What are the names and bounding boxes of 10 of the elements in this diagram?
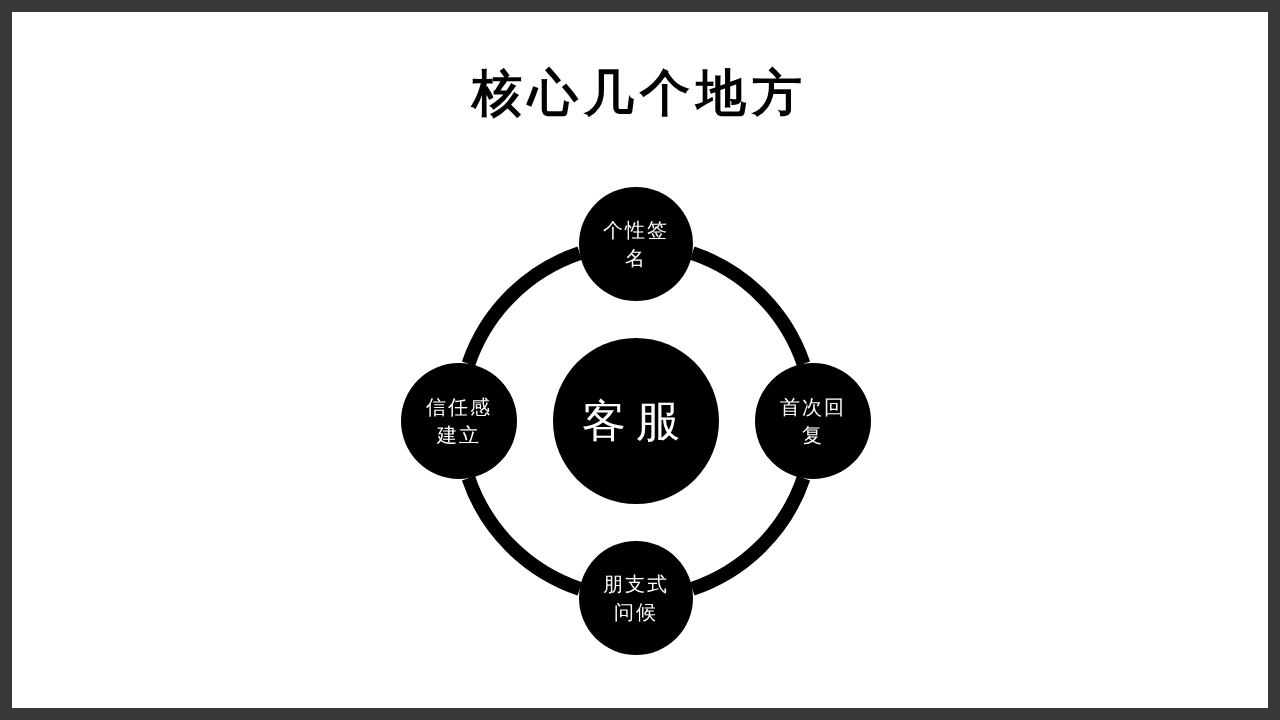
circle-label: 信任感建立 bbox=[425, 394, 493, 449]
circle-label: 朋支式问候 bbox=[602, 571, 670, 626]
title: 核心几个地方 bbox=[472, 63, 808, 122]
ring-connector bbox=[462, 475, 583, 596]
circle-label: 客服 bbox=[582, 394, 690, 449]
ring-connector bbox=[689, 475, 810, 596]
ring-connector bbox=[689, 246, 810, 367]
circle-label: 首次回复 bbox=[779, 394, 847, 449]
ring-connector bbox=[462, 246, 583, 367]
circle-label: 个性签名 bbox=[602, 217, 670, 272]
